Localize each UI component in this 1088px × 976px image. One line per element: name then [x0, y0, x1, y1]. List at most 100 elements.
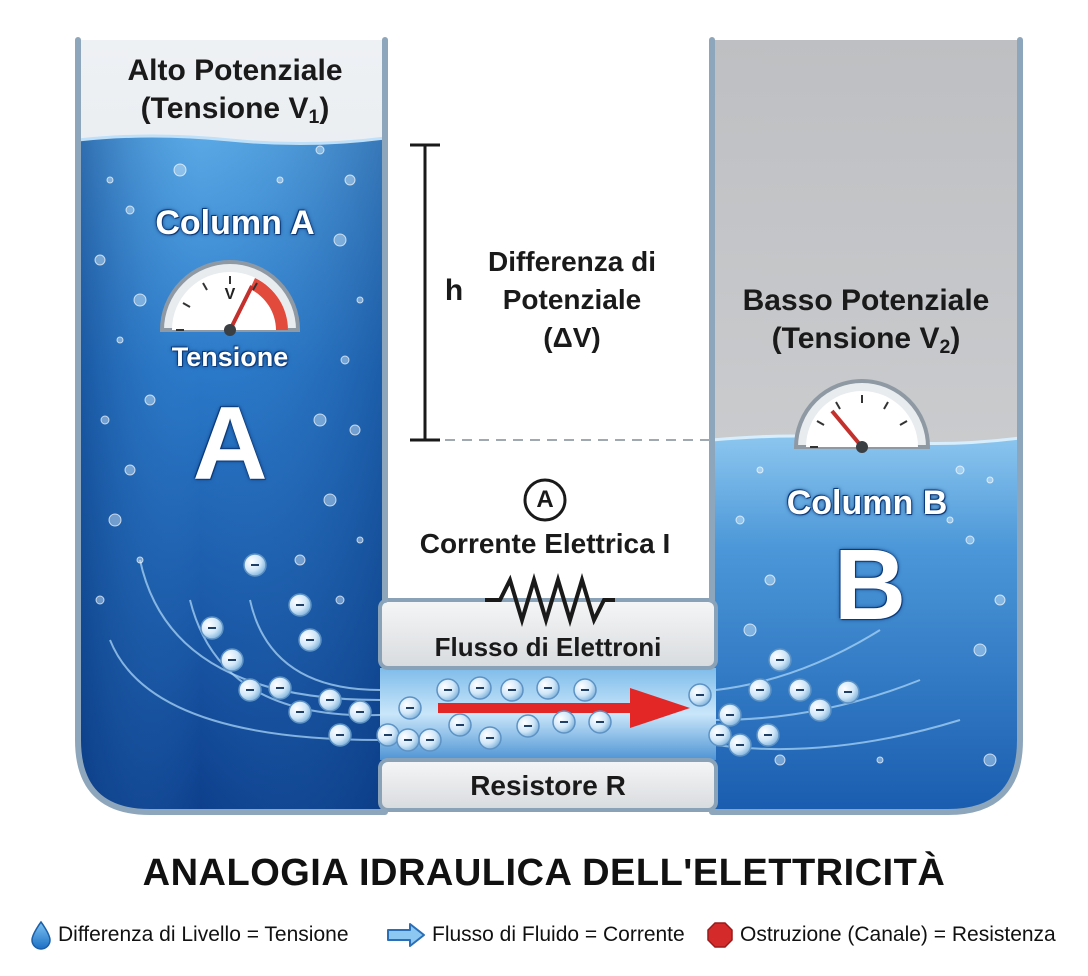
electron: [516, 714, 540, 738]
electron: [448, 713, 472, 737]
electron: [808, 698, 832, 722]
electron: [718, 703, 742, 727]
bubble: [116, 336, 124, 344]
bubble: [106, 176, 114, 184]
bubble: [994, 594, 1006, 606]
resistor-symbol: [485, 573, 615, 627]
gauge-a-label: Tensione: [171, 342, 289, 372]
voltage-gauge-a: [159, 260, 301, 336]
bubble: [876, 756, 884, 764]
electron: [318, 688, 342, 712]
legend-item-obstruction: Ostruzione (Canale) = Resistenza: [706, 918, 1056, 952]
tank-frame: [75, 37, 1023, 815]
potential-difference-line1: Differenza di: [487, 246, 657, 277]
electron: [348, 700, 372, 724]
electron: [588, 710, 612, 734]
arrow-right-icon: [387, 923, 425, 947]
electron: [298, 628, 322, 652]
column-a-header-line2: (Tensione V1): [140, 92, 330, 128]
bubble: [340, 355, 350, 365]
bubble: [955, 465, 965, 475]
water-bubbles: [94, 145, 1006, 767]
bubble: [973, 643, 987, 657]
electron: [552, 710, 576, 734]
electron: [756, 723, 780, 747]
legend-item-level: Differenza di Livello = Tensione: [30, 918, 349, 952]
electron-particles: [200, 553, 860, 757]
bubble: [335, 595, 345, 605]
bubble: [774, 754, 786, 766]
bubble: [986, 476, 994, 484]
electron: [748, 678, 772, 702]
column-b-name: Column B: [786, 484, 948, 522]
voltage-gauge-b: [793, 379, 931, 453]
bubble: [124, 464, 136, 476]
water-drop-icon: [31, 920, 51, 950]
electron: [238, 678, 262, 702]
column-a-header-line1: Alto Potenziale: [127, 54, 343, 87]
potential-difference-line3: (ΔV): [543, 322, 601, 353]
electron: [468, 676, 492, 700]
potential-difference-label: Differenza di Potenziale (ΔV): [462, 243, 682, 357]
bubble: [756, 466, 764, 474]
bubble: [144, 394, 156, 406]
column-b-header: Basso Potenziale (Tensione V2): [718, 282, 1014, 366]
bubble: [95, 595, 105, 605]
bubble: [356, 536, 364, 544]
electron: [478, 726, 502, 750]
bubble: [983, 753, 997, 767]
bubble: [743, 623, 757, 637]
electron: [243, 553, 267, 577]
stop-sign-icon: [707, 922, 733, 948]
electron: [268, 676, 292, 700]
potential-difference-line2: Potenziale: [502, 284, 642, 315]
electron: [328, 723, 352, 747]
bubble: [344, 174, 356, 186]
bubble: [136, 556, 144, 564]
column-b-header-line1: Basso Potenziale: [742, 284, 990, 317]
diagram-title: ANALOGIA IDRAULICA DELL'ELETTRICITÀ: [142, 852, 946, 894]
height-label: h: [444, 274, 464, 307]
electron: [768, 648, 792, 672]
bubble: [133, 293, 147, 307]
column-a-name: Column A: [155, 204, 315, 242]
electron: [728, 733, 752, 757]
electron: [396, 728, 420, 752]
bubble: [294, 554, 306, 566]
bubble: [100, 415, 110, 425]
electron: [573, 678, 597, 702]
bubble: [173, 163, 187, 177]
bubble: [333, 233, 347, 247]
column-b-big-letter: B: [833, 529, 907, 641]
electron: [536, 676, 560, 700]
bubble: [125, 205, 135, 215]
legend-item-level-text: Differenza di Livello = Tensione: [58, 923, 349, 946]
bubble: [313, 413, 327, 427]
electron: [288, 593, 312, 617]
bubble: [349, 424, 361, 436]
column-a-header: Alto Potenziale (Tensione V1): [90, 52, 380, 136]
electron: [836, 680, 860, 704]
legend-item-flow: Flusso di Fluido = Corrente: [386, 918, 685, 952]
bubble: [315, 145, 325, 155]
column-b-header-line2: (Tensione V2): [771, 322, 961, 358]
electron: [418, 728, 442, 752]
resistor-label: Resistore R: [470, 770, 626, 801]
height-bracket: [410, 143, 440, 442]
electron: [500, 678, 524, 702]
gauge-a-letter: V: [224, 286, 236, 303]
bubble: [965, 535, 975, 545]
bubble: [764, 574, 776, 586]
legend-item-flow-text: Flusso di Fluido = Corrente: [432, 923, 685, 946]
bubble: [323, 493, 337, 507]
electron: [788, 678, 812, 702]
bubble: [356, 296, 364, 304]
bubble: [276, 176, 284, 184]
flow-label: Flusso di Elettroni: [434, 632, 662, 662]
ammeter-symbol: A: [536, 486, 554, 513]
bubble: [94, 254, 106, 266]
electron: [288, 700, 312, 724]
column-a-big-letter: A: [192, 386, 268, 502]
current-arrow: [438, 688, 690, 728]
